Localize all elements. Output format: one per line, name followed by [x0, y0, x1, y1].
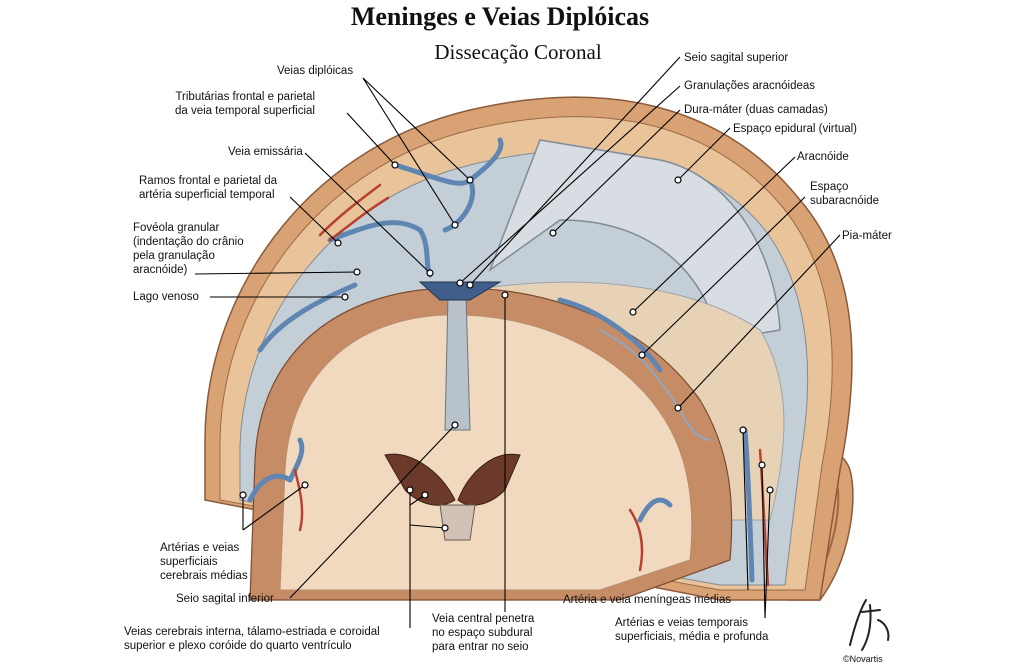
artist-signature [849, 599, 890, 651]
label-veia-emissaria: Veia emissária [228, 146, 303, 158]
label-seio-inferior: Seio sagital inferior [176, 593, 274, 605]
white-matter [279, 314, 693, 591]
label-veias-internas: Veias cerebrais interna, tálamo-estriada… [124, 626, 380, 652]
veins [247, 137, 755, 583]
reflected-dura-flap [488, 139, 781, 341]
label-subaracnoide: Espaço subaracnóide [810, 181, 880, 207]
label-seio-superior: Seio sagital superior [684, 52, 789, 64]
main-title: Meninges e Veias Diplóicas [350, 2, 650, 31]
label-epidural: Espaço epidural (virtual) [733, 123, 858, 135]
label-lago-venoso: Lago venoso [133, 291, 199, 303]
falx-cerebri [444, 294, 471, 431]
label-meningeas: Artéria e veia meníngeas médias [563, 594, 732, 606]
lateral-ventricles [384, 453, 521, 506]
label-dura: Dura-máter (duas camadas) [684, 104, 828, 116]
label-ramos: Ramos frontal e parietal da artéria supe… [139, 175, 278, 201]
third-ventricle [439, 504, 476, 541]
label-veia-central: Veia central penetra no espaço subdural … [432, 613, 535, 653]
label-arterias-cerebrais: Artérias e veias superficiais cerebrais … [160, 542, 248, 582]
label-pia: Pia-máter [842, 230, 892, 242]
label-foveola: Fovéola granular (indentação do crânio p… [133, 222, 244, 276]
label-tributarias: Tributárias frontal e parietal da veia t… [175, 91, 315, 117]
label-aracnoide: Aracnóide [797, 151, 849, 163]
label-veias-diploicas: Veias diplóicas [277, 65, 354, 77]
label-temporais: Artérias e veias temporais superficiais,… [615, 617, 769, 643]
copyright: ©Novartis [843, 654, 883, 664]
sub-title: Dissecação Coronal [434, 40, 602, 64]
label-granulacoes: Granulações aracnóideas [684, 80, 816, 92]
label-points [239, 161, 774, 532]
